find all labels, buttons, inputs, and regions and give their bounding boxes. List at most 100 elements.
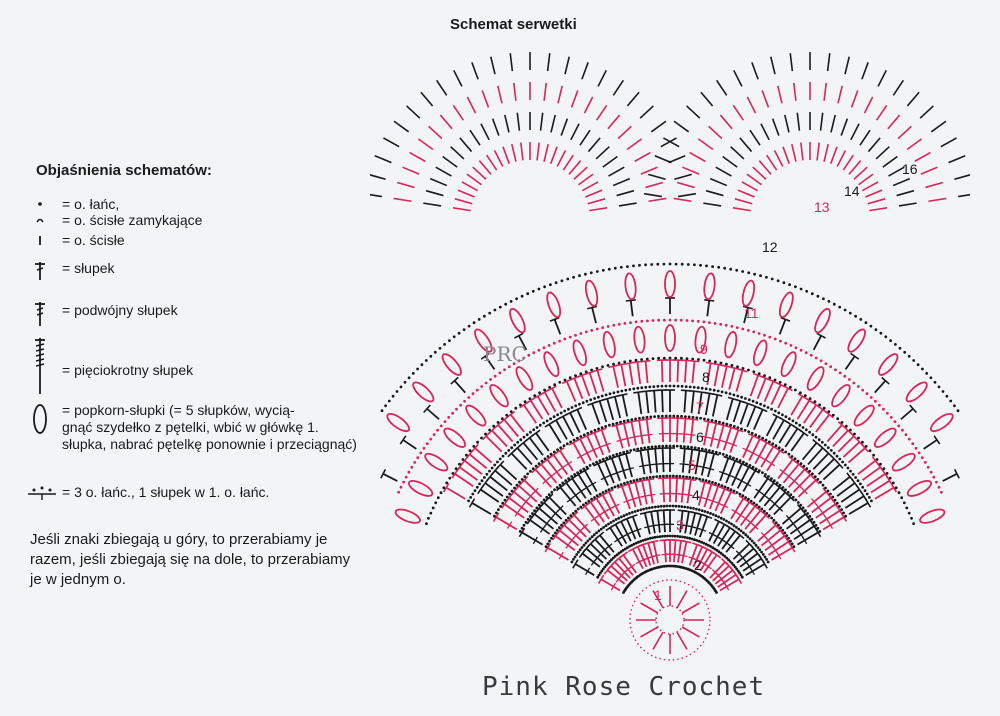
chain-dot — [606, 561, 610, 565]
stitch-mark — [639, 450, 646, 475]
stitch-mark — [787, 468, 806, 488]
stitch-mark — [697, 482, 706, 506]
stitch-bar — [737, 478, 746, 484]
center-stitch — [681, 602, 700, 614]
chain-dot — [604, 524, 608, 528]
chain-dot — [662, 474, 665, 478]
border-stitch — [450, 146, 465, 160]
border-stitch — [888, 166, 905, 177]
chain-dot — [634, 417, 637, 421]
chain-dot — [808, 430, 811, 434]
chain-dot — [680, 414, 683, 418]
chain-dot — [578, 274, 581, 278]
chain-dot — [784, 415, 788, 419]
stitch-mark — [489, 476, 508, 492]
border-stitch — [459, 137, 473, 153]
chain-dot — [753, 272, 756, 276]
chain-dot — [718, 451, 722, 455]
border-stitch — [442, 155, 458, 168]
popcorn-mark — [741, 279, 756, 307]
popcorn-icon — [33, 404, 47, 434]
chain-dot — [759, 274, 762, 278]
border-stitch — [700, 91, 714, 107]
chain-dot — [814, 523, 818, 527]
chain-dot — [628, 388, 632, 391]
chain-dot — [671, 534, 674, 538]
border-stitch — [543, 143, 549, 162]
stitch-mark — [650, 511, 656, 534]
stitch-top — [635, 448, 646, 453]
chain-dot — [668, 444, 672, 448]
chain-dot — [584, 272, 587, 276]
stitch-mark — [513, 491, 534, 508]
round-number: 11 — [744, 305, 759, 321]
chain-dot — [523, 475, 527, 479]
stitch-mark — [757, 524, 777, 542]
chain-dot — [662, 318, 666, 322]
stitch-mark — [529, 519, 551, 535]
chain-dot — [471, 392, 475, 396]
chain-dot — [735, 268, 739, 272]
chain-dot — [765, 558, 768, 561]
chain-dot — [791, 419, 795, 423]
stitch-mark — [748, 438, 761, 461]
stitch-bar — [527, 492, 534, 500]
stitch-mark — [402, 439, 417, 450]
chain-dot — [904, 433, 908, 436]
chain-dot — [782, 281, 786, 285]
chain-dot — [806, 512, 809, 515]
stitch-bar — [801, 487, 808, 495]
chain-dot — [674, 356, 678, 360]
chain-dot — [429, 511, 433, 515]
chain-dot — [878, 403, 881, 407]
chain-dot — [727, 558, 730, 562]
chain-dot — [562, 521, 566, 525]
stitch-mark — [832, 476, 851, 492]
chain-dot — [697, 358, 700, 361]
chain-dot — [493, 463, 497, 467]
chain-dot — [619, 483, 623, 486]
stitch-mark — [714, 569, 734, 585]
chain-dot — [789, 344, 793, 347]
chain-dot — [736, 394, 740, 398]
stitch-mark — [598, 400, 608, 423]
chain-dot — [686, 263, 690, 266]
chain-dot — [584, 330, 588, 334]
stitch-bar — [819, 509, 826, 517]
stitch-mark — [809, 409, 824, 428]
chain-dot — [575, 553, 579, 556]
border-stitch — [830, 114, 836, 133]
chain-dot — [706, 511, 710, 514]
chain-dot — [949, 399, 953, 403]
stitch-mark — [495, 516, 518, 531]
stitch-mark — [679, 510, 684, 533]
stitch-mark — [703, 421, 710, 446]
border-stitch — [823, 82, 828, 101]
border-stitch — [920, 166, 938, 175]
chain-dot — [595, 327, 599, 331]
stitch-mark — [646, 449, 652, 474]
stitch-mark — [766, 450, 781, 472]
chain-dot — [616, 484, 620, 488]
stitch-mark — [610, 457, 621, 482]
stitch-mark — [652, 541, 659, 564]
border-stitch — [850, 123, 860, 141]
chain-dot — [658, 474, 662, 478]
chain-dot — [626, 481, 629, 484]
chain-dot — [380, 409, 384, 413]
stitch-mark — [686, 479, 692, 504]
stitch-mark — [826, 424, 843, 443]
chain-dot — [945, 394, 949, 398]
stitch-bar — [692, 464, 701, 468]
popcorn-mark — [394, 508, 421, 524]
round-number: 3 — [676, 517, 684, 533]
chain-dot — [668, 356, 672, 360]
chain-dot — [775, 481, 779, 485]
chain-dot — [403, 380, 407, 384]
border-stitch — [602, 155, 618, 168]
border-stitch — [564, 56, 570, 75]
chain-dot — [723, 266, 727, 270]
chain-dot — [704, 542, 708, 546]
chain-dot — [598, 459, 602, 463]
border-stitch — [595, 146, 610, 160]
